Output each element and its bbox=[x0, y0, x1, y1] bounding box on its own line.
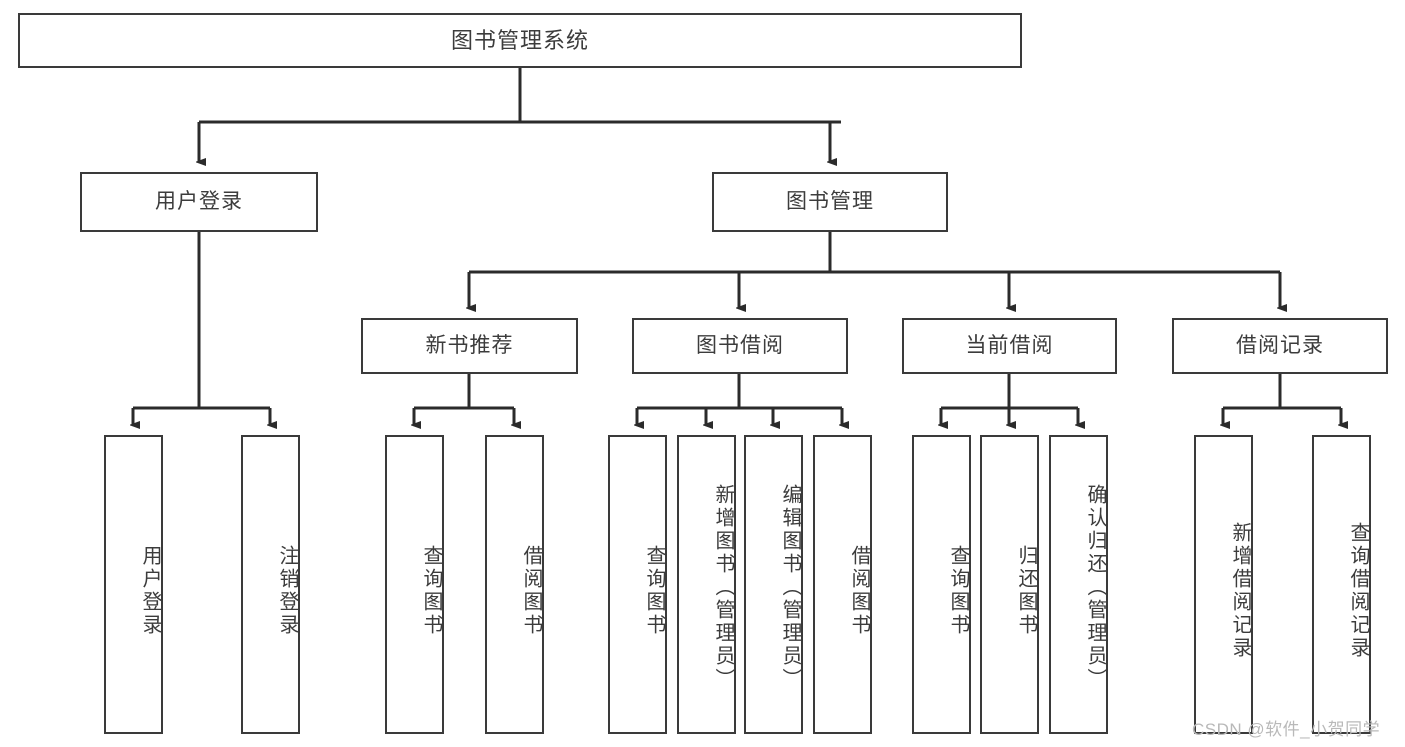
leaf-user-login-signout[interactable]: 注销登录 bbox=[241, 435, 300, 734]
leaf-current-return-book[interactable]: 归还图书 bbox=[980, 435, 1039, 734]
leaf-borrow-borrow-book[interactable]: 借阅图书 bbox=[813, 435, 872, 734]
node-new-book-recommend[interactable]: 新书推荐 bbox=[361, 318, 578, 374]
leaf-borrow-query-book[interactable]: 查询图书 bbox=[608, 435, 667, 734]
leaf-recommend-borrow-book[interactable]: 借阅图书 bbox=[485, 435, 544, 734]
csdn-watermark: CSDN @软件_小贺同学 bbox=[1192, 720, 1381, 739]
node-user-login[interactable]: 用户登录 bbox=[80, 172, 318, 232]
node-book-management[interactable]: 图书管理 bbox=[712, 172, 948, 232]
leaf-user-login-signin[interactable]: 用户登录 bbox=[104, 435, 163, 734]
leaf-record-query-record[interactable]: 查询借阅记录 bbox=[1312, 435, 1371, 734]
node-current-borrow[interactable]: 当前借阅 bbox=[902, 318, 1117, 374]
node-book-borrow[interactable]: 图书借阅 bbox=[632, 318, 848, 374]
leaf-current-query-book[interactable]: 查询图书 bbox=[912, 435, 971, 734]
node-root-system[interactable]: 图书管理系统 bbox=[18, 13, 1022, 68]
leaf-borrow-add-book-admin[interactable]: 新增图书（管理员） bbox=[677, 435, 736, 734]
node-borrow-record[interactable]: 借阅记录 bbox=[1172, 318, 1388, 374]
leaf-record-add-record[interactable]: 新增借阅记录 bbox=[1194, 435, 1253, 734]
leaf-borrow-edit-book-admin[interactable]: 编辑图书（管理员） bbox=[744, 435, 803, 734]
leaf-recommend-query-book[interactable]: 查询图书 bbox=[385, 435, 444, 734]
leaf-current-confirm-return-admin[interactable]: 确认归还（管理员） bbox=[1049, 435, 1108, 734]
